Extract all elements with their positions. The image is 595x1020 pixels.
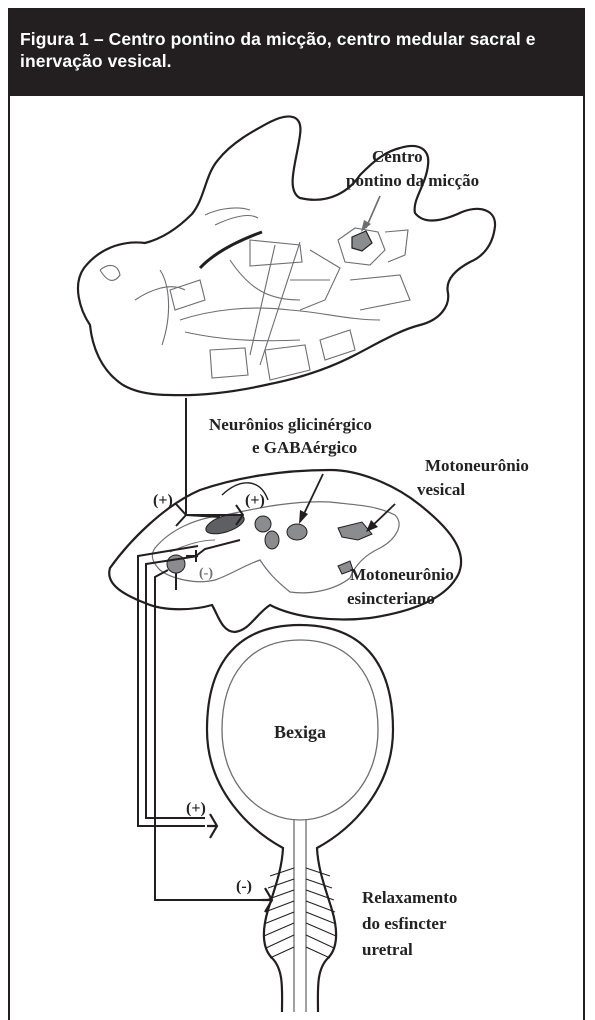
- label-pontine-center-1: Centro: [372, 147, 423, 166]
- label-bladder-mn-1: Motoneurônio: [425, 456, 529, 475]
- label-minus-cord: (-): [199, 566, 213, 581]
- label-relax-3: uretral: [362, 940, 413, 959]
- inhib-neurons-pointer: [302, 474, 323, 518]
- label-pontine-center-2: pontino da micção: [346, 171, 479, 190]
- brainstem-outline: [78, 116, 495, 395]
- efferent-nerves: [138, 546, 262, 900]
- label-plus-bladder: (+): [186, 800, 206, 817]
- inhibitory-neuron-2: [287, 524, 307, 540]
- label-inhib-neurons-2: e GABAérgico: [252, 438, 357, 457]
- pudendal-nerve: [155, 570, 262, 900]
- inhibitory-neuron-1: [265, 531, 279, 549]
- label-plus-left: (+): [153, 492, 173, 509]
- brainstem-cut-line: [200, 232, 262, 268]
- label-bladder-mn-2: vesical: [417, 480, 465, 499]
- label-bladder: Bexiga: [274, 722, 326, 742]
- label-sphincter-mn-1: Motoneurônio: [350, 565, 454, 584]
- label-sphincter-mn-2: esincteriano: [347, 589, 435, 608]
- label-plus-center: (+): [245, 492, 265, 509]
- pontine-micturition-center: [352, 231, 372, 251]
- label-relax-2: do esfincter: [362, 914, 447, 933]
- label-inhib-neurons-1: Neurônios glicinérgico: [209, 415, 372, 434]
- pelvic-nerve-outer: [138, 546, 205, 826]
- interneuron-small: [255, 516, 271, 532]
- label-relax-1: Relaxamento: [362, 888, 457, 907]
- urethral-sphincter-hatch: [264, 868, 336, 958]
- nerve-endings: [207, 814, 272, 912]
- label-minus-sphincter: (-): [236, 878, 252, 895]
- inhib-neurons-arrowhead: [299, 510, 308, 524]
- brainstem: [78, 116, 495, 395]
